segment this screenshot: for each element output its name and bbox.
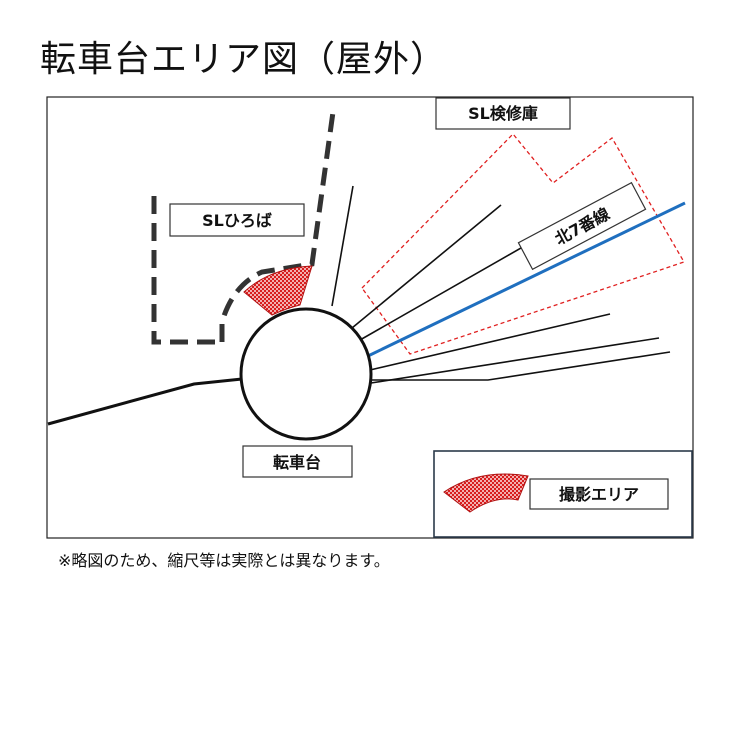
track-line [351,204,502,329]
turntable-label-box: 転車台 [242,445,353,478]
track-line [370,337,660,384]
track-line [331,185,354,307]
legend-photo-area-swatch [443,473,529,513]
photo-area-sector [243,265,313,316]
legend: 撮影エリア [433,450,693,538]
sl-plaza-label: SLひろば [202,211,272,230]
track-line [371,351,671,381]
track-n7-line [367,201,686,358]
sl-depot-label: SL検修庫 [468,104,538,123]
plaza-boundary-right [219,111,336,342]
track-line [369,313,611,371]
legend-label: 撮影エリア [559,485,639,504]
main-line [47,377,243,426]
turntable-circle [239,307,373,441]
plaza-boundary-left [151,196,218,345]
page-title: 転車台エリア図（屋外） [40,39,448,80]
turntable-label: 転車台 [273,453,321,472]
disclaimer-note: ※略図のため、縮尺等は実際とは異なります。 [58,551,390,570]
depot-area-outline [361,133,685,355]
radial-tracks [331,185,671,384]
sl-plaza-label-box: SLひろば [169,203,305,237]
sl-depot-label-box: SL検修庫 [435,97,571,130]
